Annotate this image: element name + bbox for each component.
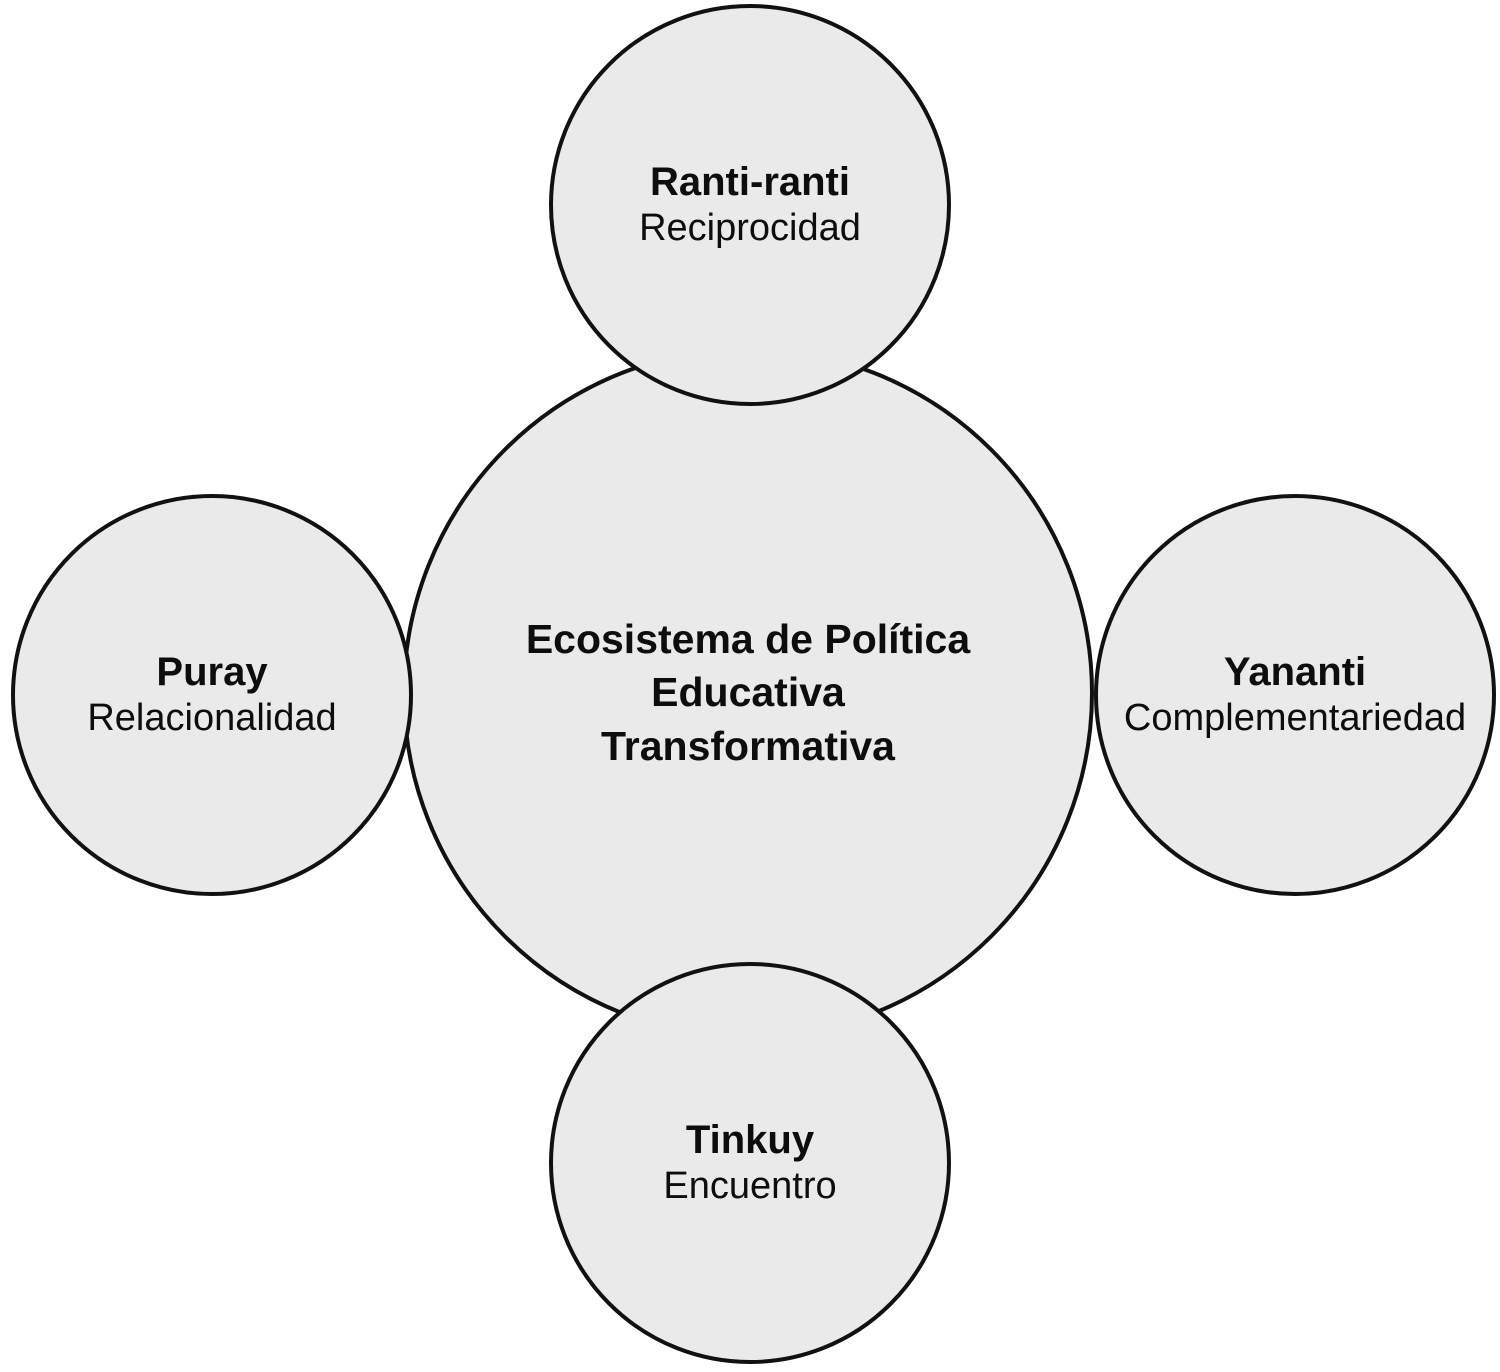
- core-circle-shape: [402, 347, 1094, 1039]
- satellite-circle-shape-ranti-ranti: [549, 4, 951, 406]
- satellite-circle-shape-tinkuy: [549, 962, 951, 1364]
- satellite-circle-shape-puray: [11, 494, 413, 896]
- satellite-circle-shape-yananti: [1094, 494, 1496, 896]
